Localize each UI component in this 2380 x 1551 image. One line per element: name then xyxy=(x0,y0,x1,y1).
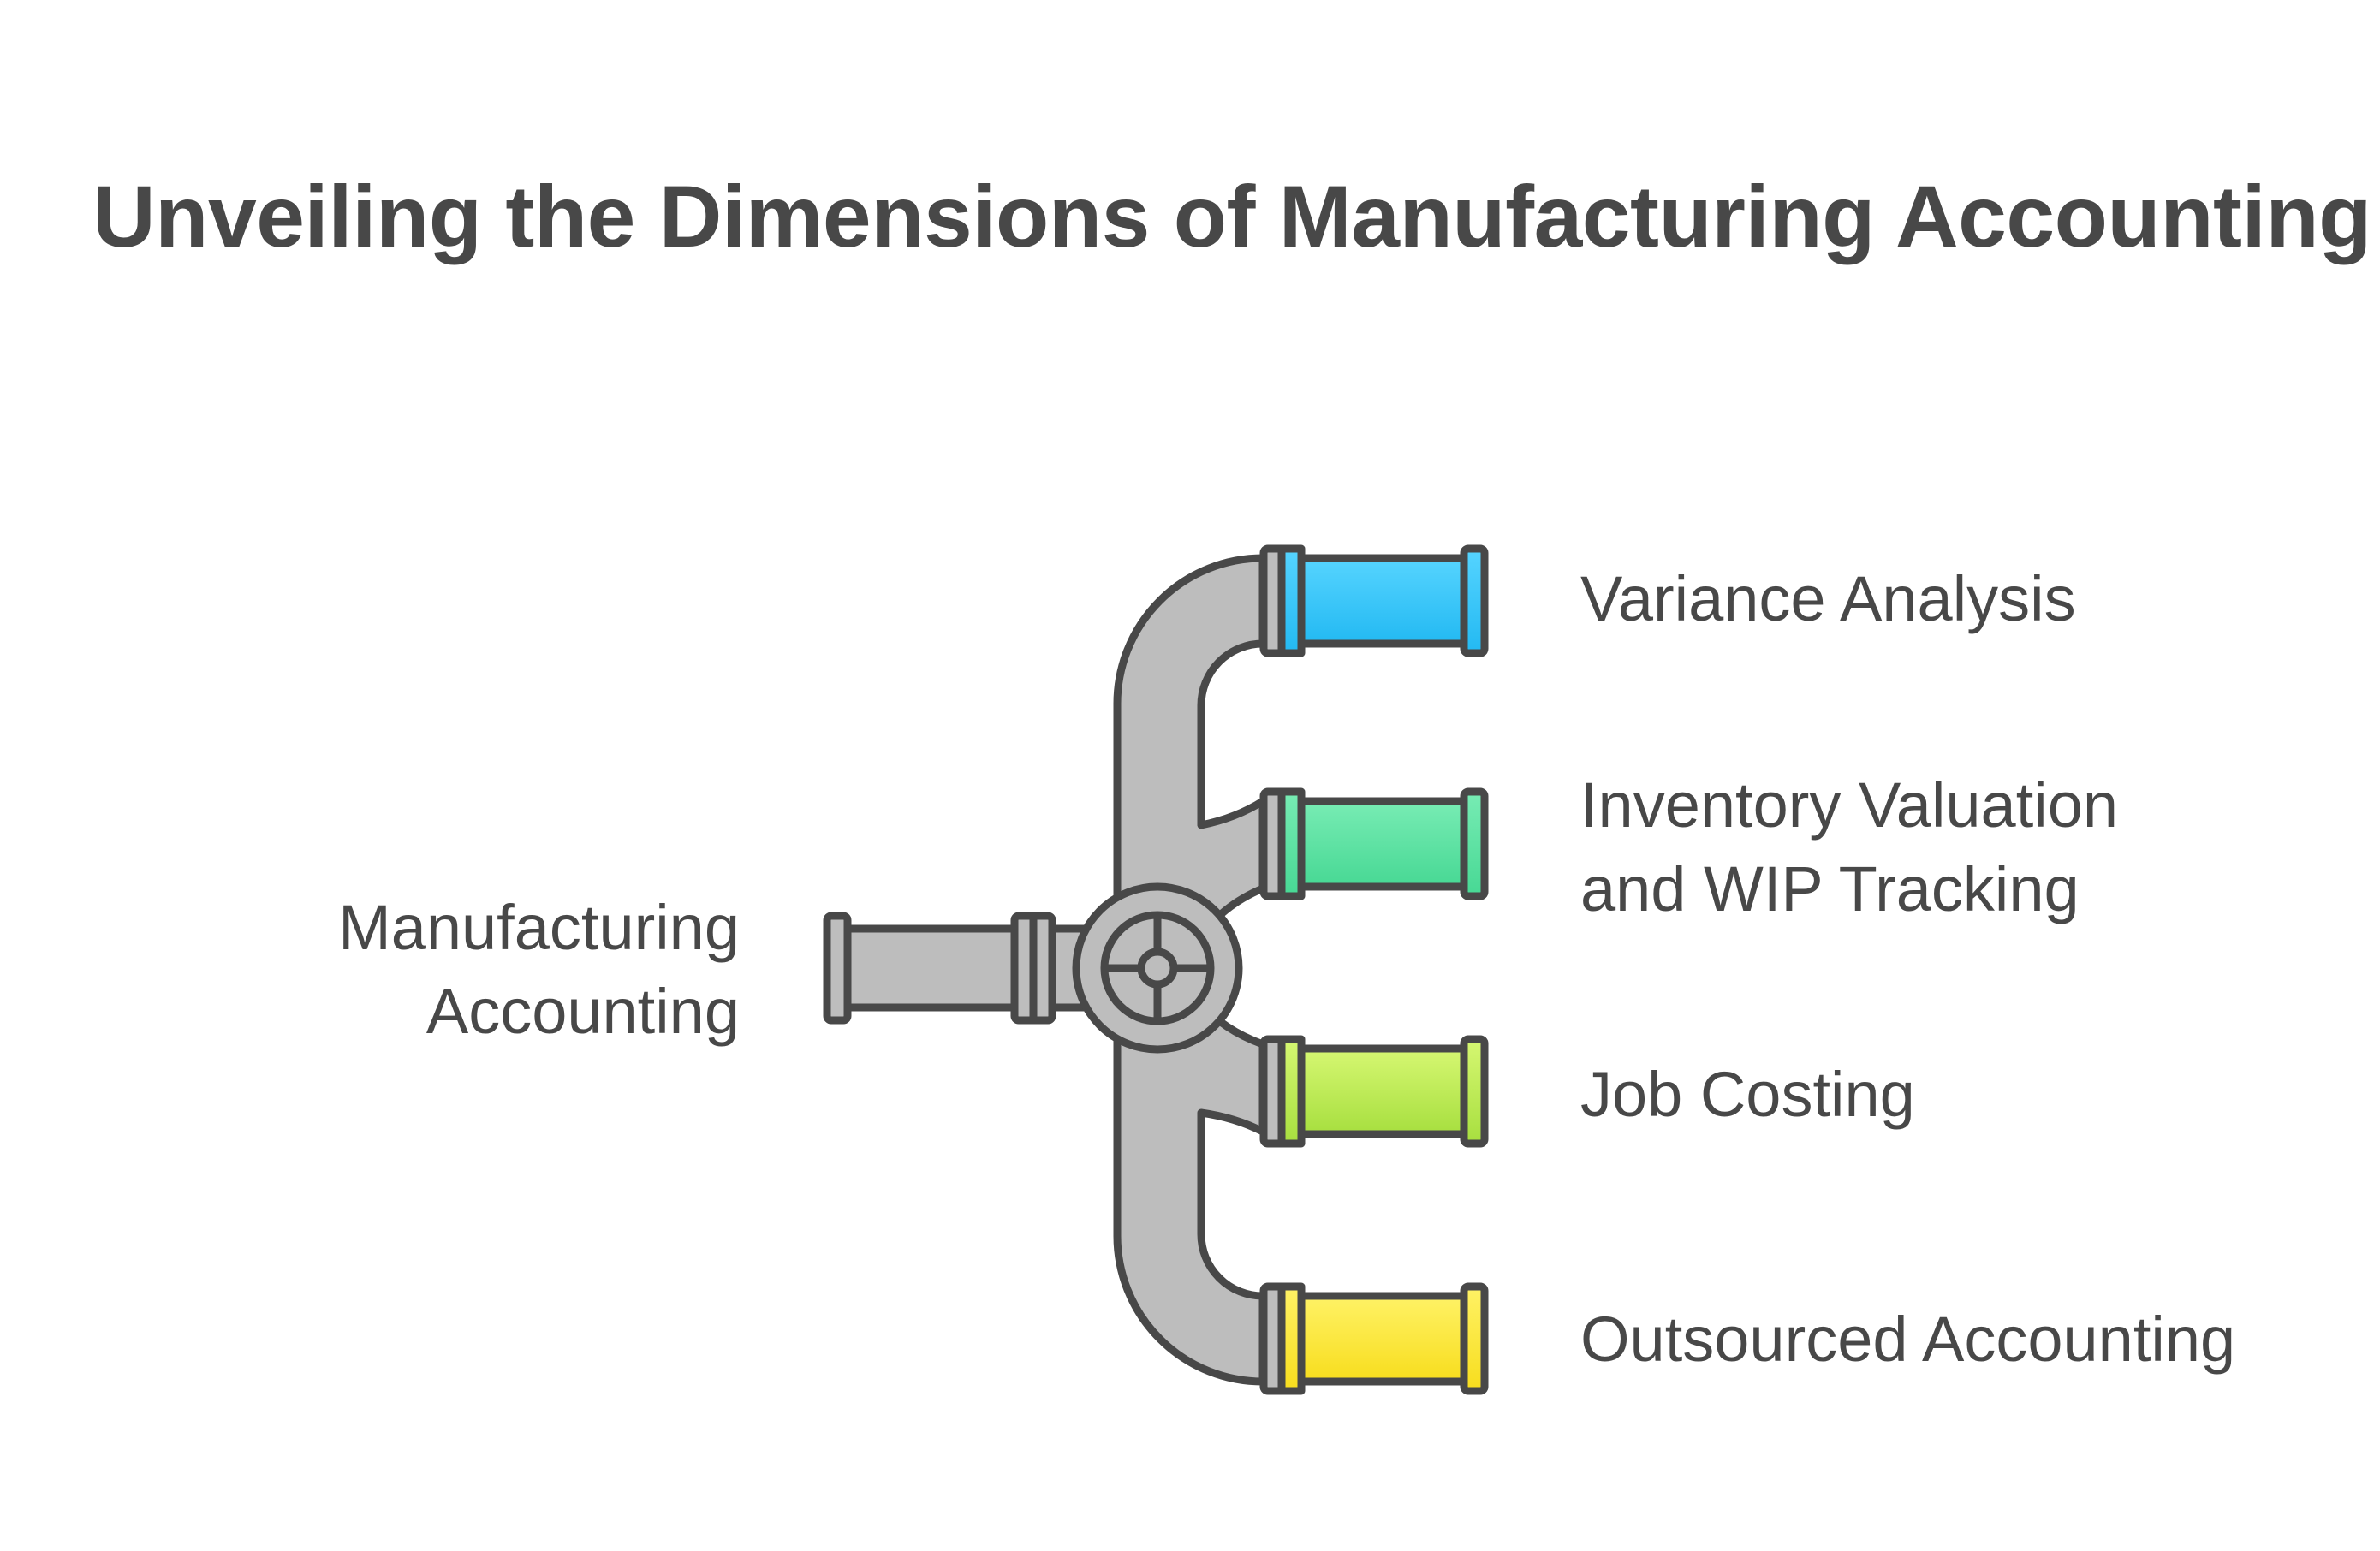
outlet-end-flange-variance-analysis xyxy=(1460,544,1489,657)
outlet-flange-ring-job-costing xyxy=(1277,1035,1306,1148)
source-label-line1: Manufacturing xyxy=(338,892,740,963)
inlet-end-flange xyxy=(823,912,852,1025)
valve-hub xyxy=(1137,948,1178,989)
output-label-line2: and WIP Tracking xyxy=(1580,853,2080,924)
source-label-line2: Accounting xyxy=(425,976,740,1047)
outlet-end-flange-inventory-valuation xyxy=(1460,787,1489,900)
source-label: Manufacturing Accounting xyxy=(338,886,740,1054)
output-label-line1: Outsourced Accounting xyxy=(1580,1304,2236,1375)
outlet-pipe-job-costing xyxy=(1293,1044,1473,1138)
outlet-flange-ring-inventory-valuation xyxy=(1277,787,1306,900)
outlet-pipe-inventory-valuation xyxy=(1293,797,1473,891)
output-label-line1: Job Costing xyxy=(1580,1059,1915,1130)
outlet-end-flange-job-costing xyxy=(1460,1035,1489,1148)
output-label-line1: Variance Analysis xyxy=(1580,563,2076,634)
output-label-inventory-valuation: Inventory Valuation and WIP Tracking xyxy=(1580,764,2118,931)
page-title: Unveiling the Dimensions of Manufacturin… xyxy=(92,168,2371,265)
output-label-variance-analysis: Variance Analysis xyxy=(1580,557,2076,641)
outlet-pipe-variance-analysis xyxy=(1293,554,1473,648)
output-label-job-costing: Job Costing xyxy=(1580,1053,1915,1137)
inlet-pipe xyxy=(839,924,1023,1012)
outlet-pipe-outsourced-accounting xyxy=(1293,1292,1473,1386)
outlet-flange-ring-variance-analysis xyxy=(1277,544,1306,657)
outlet-flange-ring-outsourced-accounting xyxy=(1277,1282,1306,1395)
outlet-end-flange-outsourced-accounting xyxy=(1460,1282,1489,1395)
output-label-line1: Inventory Valuation xyxy=(1580,770,2119,841)
output-label-outsourced-accounting: Outsourced Accounting xyxy=(1580,1298,2235,1382)
